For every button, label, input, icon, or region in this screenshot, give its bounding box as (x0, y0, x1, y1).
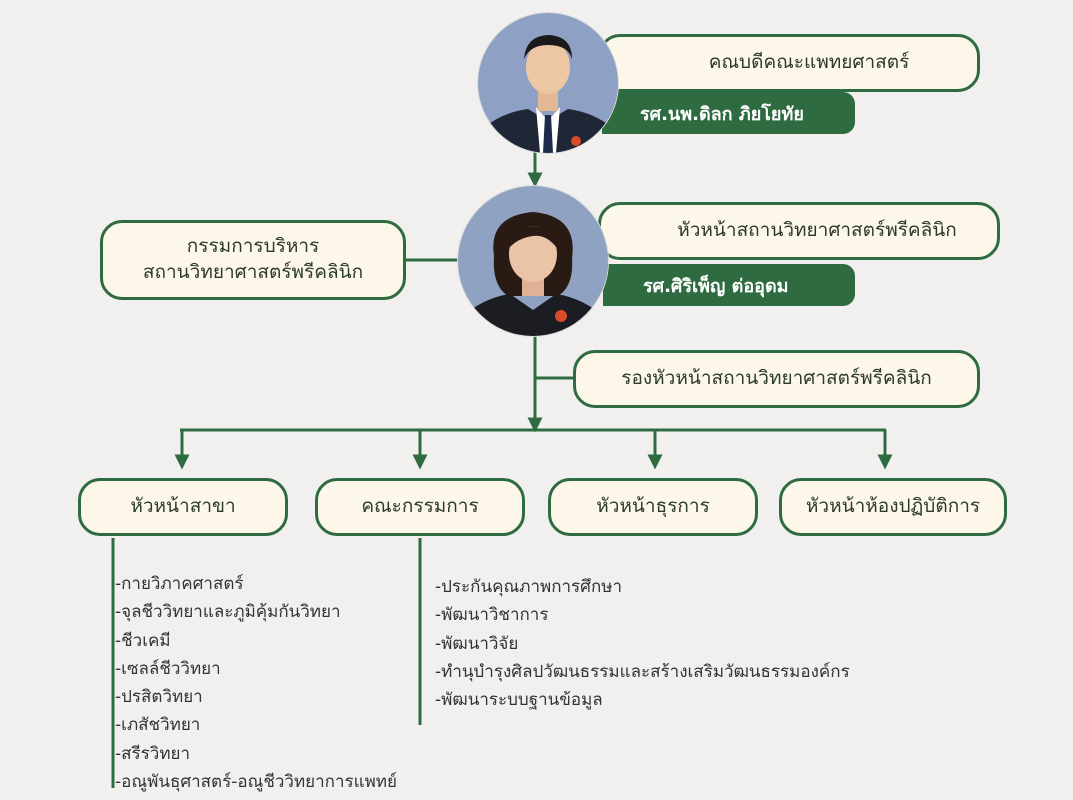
head-title: หัวหน้าสถานวิทยาศาสตร์พรีคลินิก (677, 219, 957, 242)
unit-label: หัวหน้าห้องปฏิบัติการ (805, 495, 981, 518)
divisions-list: -กายวิภาคศาสตร์ -จุลชีววิทยาและภูมิคุ้มก… (115, 570, 397, 796)
unit-box-admin-head: หัวหน้าธุรการ (548, 478, 758, 536)
list-item: -พัฒนาวิชาการ (435, 605, 549, 626)
dean-name-bar: รศ.นพ.ดิลก ภิยโยทัย (602, 92, 855, 134)
list-item: -ชีวเคมี (115, 630, 171, 651)
list-item: -อณูพันธุศาสตร์-อณูชีววิทยาการแพทย์ (115, 772, 397, 793)
head-name: รศ.ศิริเพ็ญ ต่ออุดม (643, 275, 789, 297)
list-item: -พัฒนาวิจัย (435, 633, 519, 654)
deputy-head-box: รองหัวหน้าสถานวิทยาศาสตร์พรีคลินิก (573, 350, 980, 408)
list-item: -ทำนุบำรุงศิลปวัฒนธรรมและสร้างเสริมวัฒนธ… (435, 661, 850, 682)
dean-title-box: คณบดีคณะแพทยศาสตร์ (598, 34, 980, 92)
list-item: -ปรสิตวิทยา (115, 687, 203, 708)
list-item: -สรีรวิทยา (115, 743, 191, 764)
dean-name: รศ.นพ.ดิลก ภิยโยทัย (640, 103, 804, 125)
committees-list: -ประกันคุณภาพการศึกษา -พัฒนาวิชาการ -พัฒ… (435, 573, 850, 714)
deputy-title: รองหัวหน้าสถานวิทยาศาสตร์พรีคลินิก (621, 367, 932, 390)
unit-box-committees: คณะกรรมการ (315, 478, 525, 536)
list-item: -เภสัชวิทยา (115, 715, 201, 736)
dean-portrait-photo (478, 13, 618, 153)
list-item: -เซลล์ชีววิทยา (115, 658, 221, 679)
committee-line-1: กรรมการบริหาร (186, 235, 320, 258)
committee-line-2: สถานวิทยาศาสตร์พรีคลินิก (142, 261, 364, 283)
unit-label: คณะกรรมการ (361, 495, 479, 518)
list-item: -พัฒนาระบบฐานข้อมูล (435, 690, 603, 711)
list-item: -ประกันคุณภาพการศึกษา (435, 577, 623, 597)
unit-label: หัวหน้าธุรการ (596, 495, 710, 518)
executive-committee-box: กรรมการบริหาร สถานวิทยาศาสตร์พรีคลินิก (100, 220, 406, 300)
head-portrait-photo (458, 186, 608, 336)
dean-title: คณบดีคณะแพทยศาสตร์ (708, 51, 910, 74)
unit-box-division-heads: หัวหน้าสาขา (78, 478, 288, 536)
unit-label: หัวหน้าสาขา (130, 495, 236, 518)
head-title-box: หัวหน้าสถานวิทยาศาสตร์พรีคลินิก (598, 202, 1000, 260)
head-name-bar: รศ.ศิริเพ็ญ ต่ออุดม (603, 264, 855, 306)
unit-box-lab-head: หัวหน้าห้องปฏิบัติการ (779, 478, 1007, 536)
list-item: -กายวิภาคศาสตร์ (115, 574, 244, 594)
list-item: -จุลชีววิทยาและภูมิคุ้มกันวิทยา (115, 602, 341, 623)
